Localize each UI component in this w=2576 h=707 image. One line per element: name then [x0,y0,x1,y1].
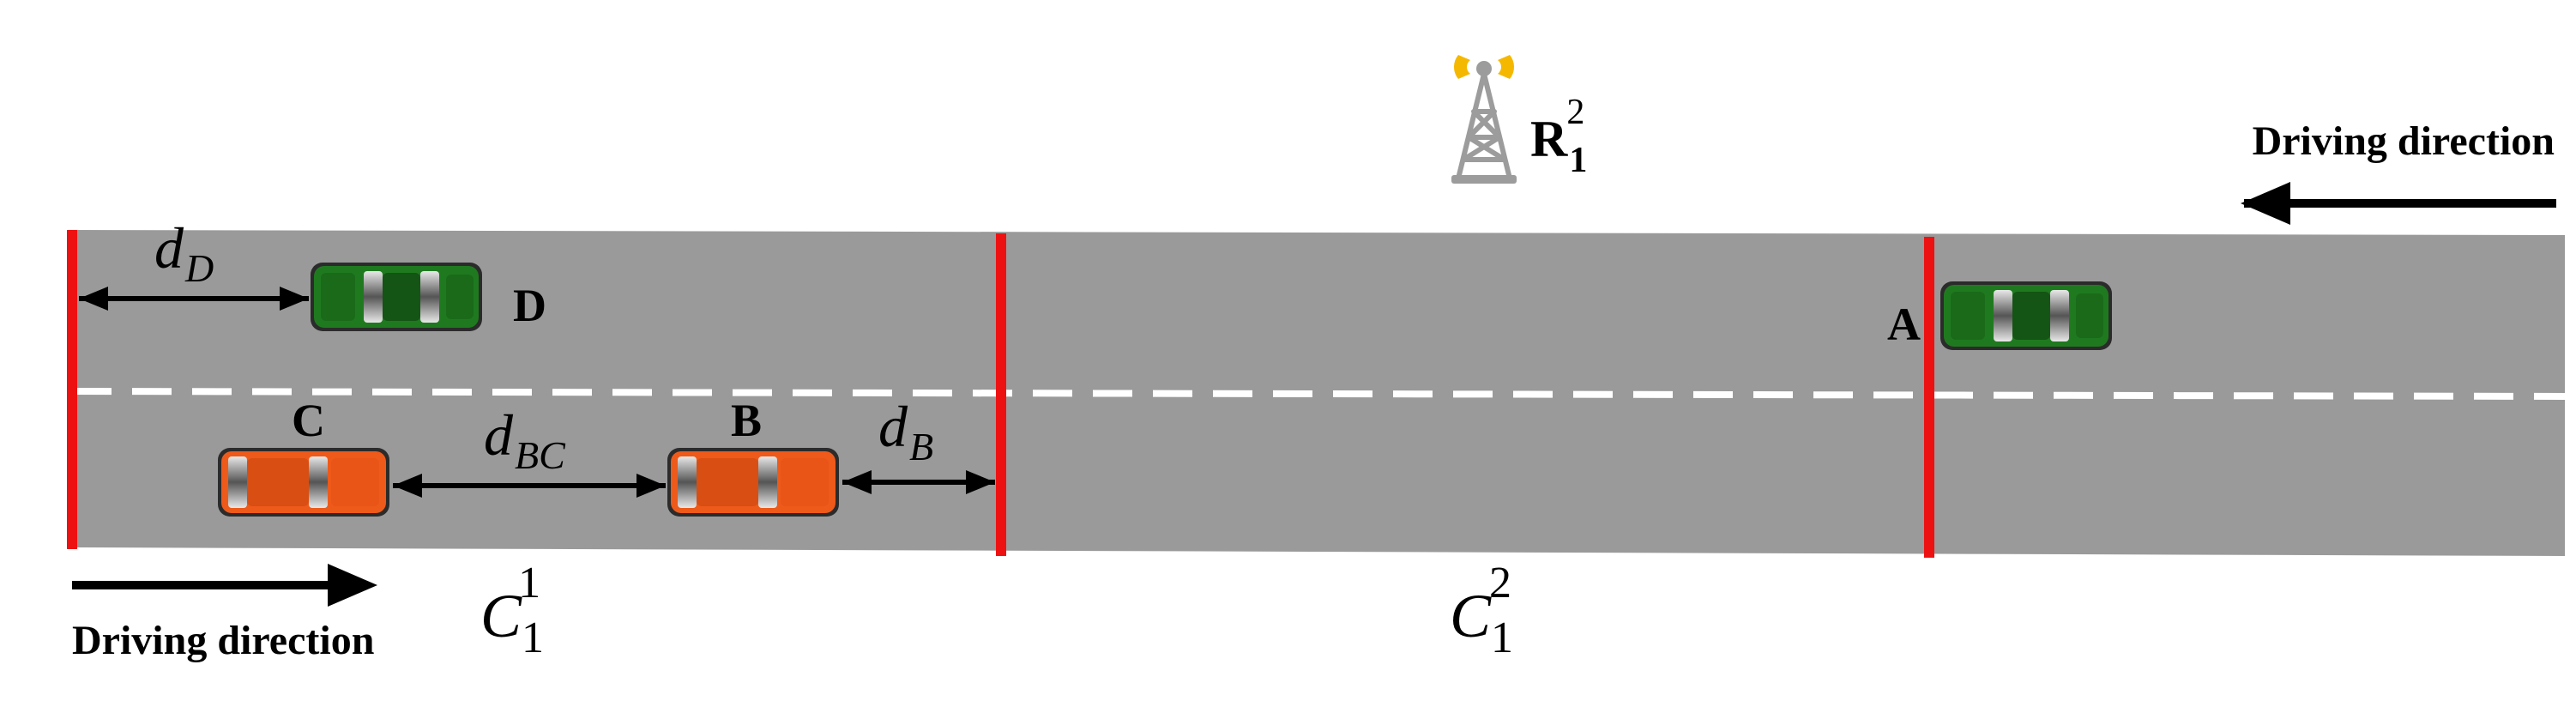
vehicle-c-label: C [292,395,325,446]
distance-b-label: dB [878,394,933,468]
distance-bc-arrowhead-right [636,474,666,498]
segment-2-label: C12 [1450,559,1513,662]
vehicle-b-label: B [731,395,762,446]
vehicle-c-car-icon [218,448,389,517]
vehicle-a-label: A [1887,299,1921,350]
vehicle-b-car-icon [667,448,839,517]
vehicle-d-label: D [513,280,546,331]
rsu-tower-icon [1451,55,1517,184]
rsu-label: R12 [1530,93,1587,180]
vehicle-d-car-icon [311,263,482,331]
distance-bc-arrowhead-left [393,474,422,498]
segment-1-label: C11 [480,559,542,662]
vehicle-a-car-icon [1940,281,2112,350]
distance-b-arrowhead-right [966,470,995,494]
distance-d-label: dD [154,215,214,290]
driving-direction-label-top: Driving direction [2253,118,2555,164]
distance-bc-label: dBC [484,402,566,477]
driving-direction-arrowhead-top [2241,182,2290,225]
distance-d-arrowhead-right [280,287,309,311]
driving-direction-label-bottom: Driving direction [72,618,374,663]
driving-direction-arrowhead-bottom [328,564,377,607]
lane-center-marking [71,388,2566,400]
distance-b-arrowhead-left [842,470,872,494]
distance-d-arrowhead-left [79,287,108,311]
